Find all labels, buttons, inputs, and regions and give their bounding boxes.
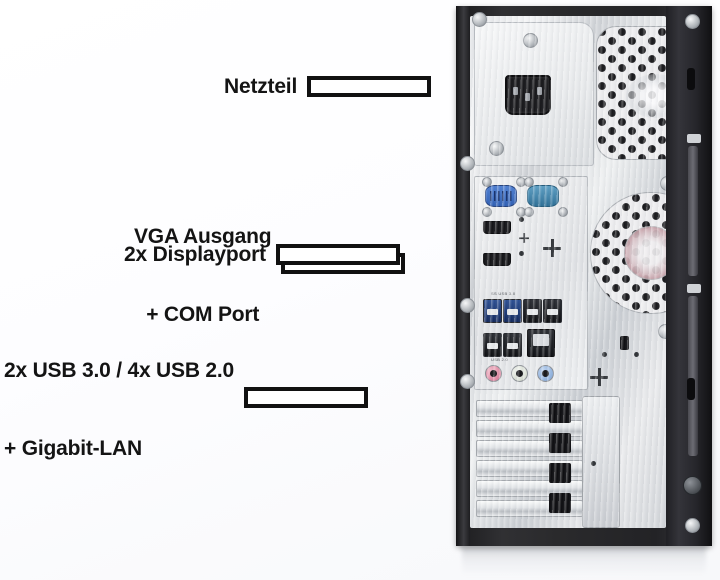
case-fan-grille-icon [590,192,666,314]
tower-chassis-plate: SS USB 3.0 USB 2.0 [470,16,666,528]
case-fan-hub-label [624,226,666,280]
audio-jack-line-in [537,365,554,382]
audio-jack-line-out [511,365,528,382]
callout-netzteil: Netzteil [224,74,432,99]
pointer-box-usb-lan [244,386,369,408]
callout-label-displayport: 2x Displayport [124,243,266,266]
power-socket-pin [537,87,542,95]
bracket-opening [549,463,571,483]
chassis-screw-upper-right [660,176,666,191]
panel-cross-mark [519,233,529,243]
usb-3-0-port-1 [483,299,502,323]
callout-label-usb-lan: 2x USB 3.0 / 4x USB 2.0 + Gigabit-LAN [4,306,234,514]
pci-slot-cover-1 [476,400,588,417]
bracket-opening [549,403,571,423]
thumbscrew-right [683,476,702,495]
displayport-2 [483,253,511,266]
pointer-box-displayport [275,244,400,265]
ethernet-rj45-port [527,329,555,357]
bracket-opening [549,433,571,453]
psu-screw-bottom-left [489,141,504,156]
callout-label-vga-line2: + COM Port [146,303,260,326]
callout-label-usb-line2: + Gigabit-LAN [4,437,142,460]
chassis-lock-slot [620,336,629,350]
com-screw-bottom [524,207,534,217]
chassis-vent-dot [602,352,607,357]
bracket-screw-hole [591,461,596,466]
usb-30-caption: SS USB 3.0 [491,291,516,296]
vga-screw-top [482,177,492,187]
power-socket-pin [513,87,518,95]
power-socket-pin [525,93,530,101]
padlock-loop-slot-icon [687,378,695,400]
com-screw-top [524,177,534,187]
edge-screw-left-mid [460,298,475,313]
side-panel-rail-lower [688,296,698,456]
vga-port [485,185,517,207]
panel-vent-dot [519,217,524,222]
expansion-slot-retention-bracket [549,396,620,528]
pci-slot-cover-5 [476,480,588,497]
psu-screw-top [523,33,538,48]
usb-2-0-port-3 [483,333,502,357]
tower-right-edge [666,6,712,546]
callout-label-netzteil: Netzteil [224,75,298,98]
chassis-cross-mark [590,368,608,386]
com-screw-top-right [558,177,568,187]
chassis-screw-mid-right [658,324,666,339]
chassis-vent-dot [634,352,639,357]
audio-jack-mic [485,365,502,382]
usb-2-0-port-1 [523,299,542,323]
pc-tower-rear: SS USB 3.0 USB 2.0 [456,6,712,546]
power-socket-icon [505,75,551,115]
callout-label-vga-com: VGA Ausgang + COM Port [134,172,272,380]
psu-fan-hub [626,73,666,118]
pci-slot-cover-3 [476,440,588,457]
vga-screw-bottom [482,207,492,217]
callout-displayport: 2x Displayport [124,242,400,267]
pci-slot-cover-2 [476,420,588,437]
usb-3-0-port-2 [503,299,522,323]
pointer-box-netzteil [307,76,432,97]
power-supply-unit-area [474,22,594,166]
kensington-lock-slot-icon [687,68,695,90]
psu-fan-grille-icon [596,26,666,160]
io-port-panel: SS USB 3.0 USB 2.0 [474,176,588,390]
side-panel-latch-lower [687,284,701,293]
panel-vent-dot [519,251,524,256]
corner-screw-top-left [472,12,487,27]
panel-cross-mark-large [543,239,561,257]
edge-screw-left-upper [460,156,475,171]
pci-slot-cover-6 [476,500,588,517]
callout-usb-lan: 2x USB 3.0 / 4x USB 2.0 + Gigabit-LAN [4,306,369,514]
bracket-opening [549,493,571,513]
corner-screw-bottom-right [685,518,700,533]
usb-2-0-port-2 [543,299,562,323]
usb-2-0-port-4 [503,333,522,357]
usb-20-caption: USB 2.0 [491,357,508,362]
callout-label-vga-line1: VGA Ausgang [134,225,272,248]
pci-slot-cover-4 [476,460,588,477]
serial-com-port [527,185,559,207]
edge-screw-left-lower [460,374,475,389]
com-screw-bottom-right [558,207,568,217]
callout-label-usb-line1: 2x USB 3.0 / 4x USB 2.0 [4,359,235,382]
tower-reflection [462,546,706,576]
displayport-1 [483,221,511,234]
corner-screw-top-right [685,14,700,29]
side-panel-rail-upper [688,146,698,276]
tower-left-edge [456,6,470,546]
side-panel-latch-upper [687,134,701,143]
